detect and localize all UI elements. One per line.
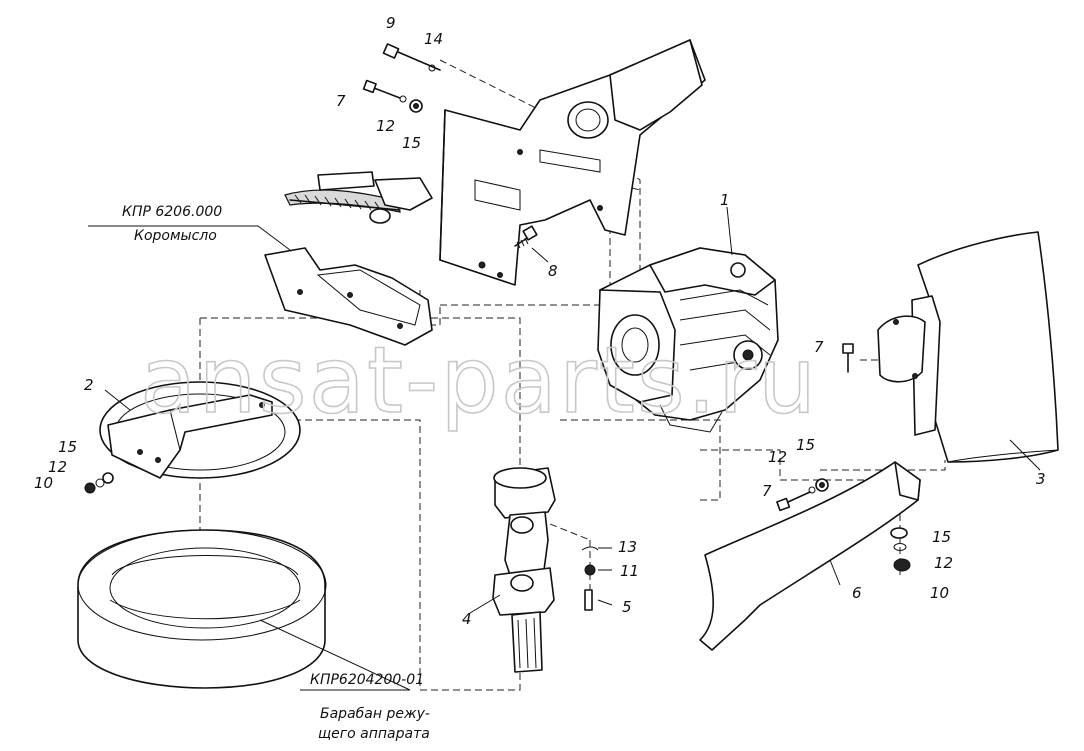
rocker-code-label: КПР 6206.000 (122, 204, 222, 220)
drum-name-line2: щего аппарата (318, 726, 430, 742)
callout-13: 13 (618, 538, 637, 556)
reducer-gearbox (597, 247, 779, 433)
callout-12-right: 12 (934, 554, 953, 572)
callout-5: 5 (622, 598, 632, 616)
drum-name-line1: Барабан режу- (320, 706, 430, 722)
callout-10-left: 10 (34, 474, 53, 492)
callout-15-right: 15 (932, 528, 951, 546)
callout-1: 1 (720, 191, 730, 209)
callout-9: 9 (386, 14, 396, 32)
rocker-name-label: Коромысло (134, 228, 217, 244)
callout-15-lower: 15 (796, 436, 815, 454)
cardan-shaft (492, 467, 556, 673)
drum-cover (877, 231, 1059, 463)
callout-8: 8 (548, 262, 558, 280)
callout-14: 14 (424, 30, 443, 48)
callout-15-left: 15 (58, 438, 77, 456)
callout-10-right: 10 (930, 584, 949, 602)
callout-7-upper: 7 (336, 92, 346, 110)
callout-11: 11 (620, 562, 639, 580)
watermark-text: ansat-parts.ru (140, 327, 818, 434)
ring-bracket (99, 381, 301, 479)
callout-7-cover: 7 (814, 338, 824, 356)
part-callouts: 1 2 3 4 5 6 7 7 7 8 9 10 10 11 12 12 12 … (34, 14, 1046, 628)
leader-lines (88, 206, 1041, 691)
drum-code-label: КПР6204200-01 (310, 672, 424, 688)
callout-7-lower: 7 (762, 482, 772, 500)
guard-shield (699, 461, 921, 651)
callout-12-left: 12 (48, 458, 67, 476)
mounting-plate (439, 39, 706, 286)
rocker-assembly (264, 171, 433, 346)
callout-4: 4 (462, 610, 472, 628)
cutting-drum (77, 529, 327, 689)
fasteners (84, 43, 911, 611)
callout-15-upper: 15 (402, 134, 421, 152)
callout-12-upper: 12 (376, 117, 395, 135)
callout-6: 6 (852, 584, 862, 602)
callout-2: 2 (84, 376, 94, 394)
callout-3: 3 (1036, 470, 1046, 488)
callout-12-lower: 12 (768, 448, 787, 466)
assembly-captions: КПР 6206.000 Коромысло КПР6204200-01 Бар… (122, 204, 430, 742)
